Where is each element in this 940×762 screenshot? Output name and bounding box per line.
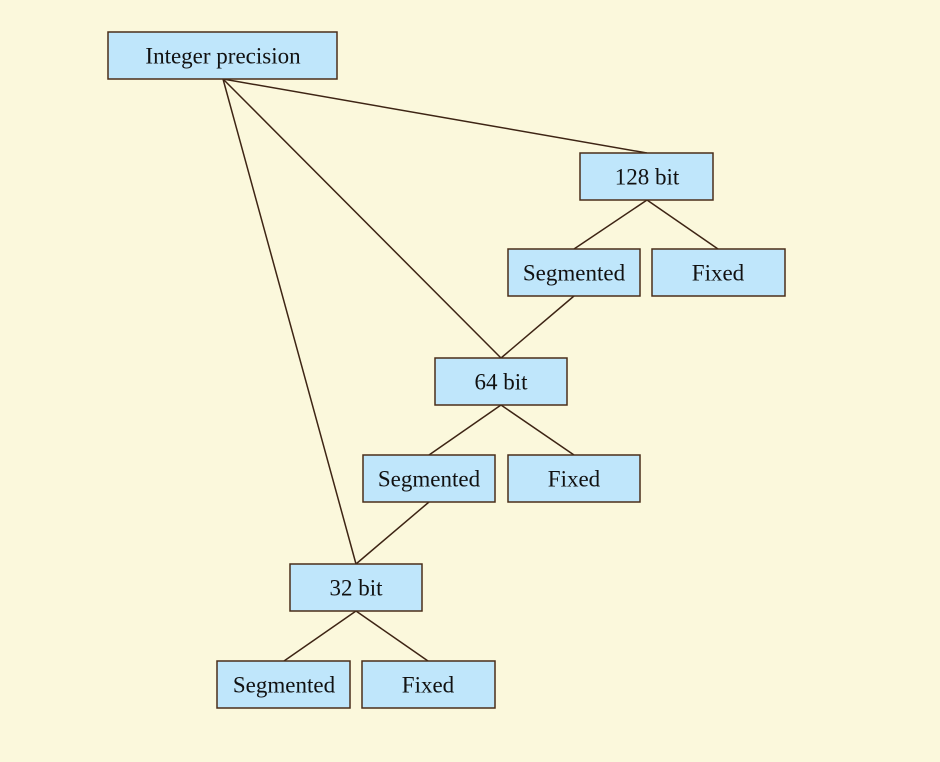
edge-b32-to-b32_fixed (355, 610, 429, 662)
node-label-128-fixed: Fixed (692, 261, 745, 286)
node-label-128-bit: 128 bit (615, 165, 680, 190)
node-label-64-fixed: Fixed (548, 467, 601, 492)
node-128-fixed: Fixed (651, 248, 786, 297)
edge-b128-to-b128_seg (573, 199, 648, 250)
node-32-fixed: Fixed (361, 660, 496, 709)
node-64-fixed: Fixed (507, 454, 641, 503)
node-label-128-segmented: Segmented (523, 261, 626, 286)
edge-root-to-b64 (222, 78, 502, 359)
node-label-integer-precision: Integer precision (145, 44, 301, 69)
edge-b64_seg-to-b32 (355, 501, 430, 565)
node-label-64-segmented: Segmented (378, 467, 481, 492)
node-label-32-bit: 32 bit (329, 576, 383, 601)
node-label-64-bit: 64 bit (474, 370, 528, 395)
edge-b32-to-b32_seg (283, 610, 357, 662)
node-128-bit: 128 bit (579, 152, 714, 201)
node-64-segmented: Segmented (362, 454, 496, 503)
edge-root-to-b128 (222, 78, 648, 154)
node-32-bit: 32 bit (289, 563, 423, 612)
node-32-segmented: Segmented (216, 660, 351, 709)
edge-b128-to-b128_fixed (646, 199, 719, 250)
edge-b64-to-b64_fixed (500, 404, 575, 456)
node-128-segmented: Segmented (507, 248, 641, 297)
edge-layer (222, 78, 719, 662)
node-64-bit: 64 bit (434, 357, 568, 406)
edge-b128_seg-to-b64 (500, 295, 575, 359)
node-integer-precision: Integer precision (107, 31, 338, 80)
node-label-32-fixed: Fixed (402, 673, 455, 698)
edge-b64-to-b64_seg (428, 404, 502, 456)
node-label-32-segmented: Segmented (233, 673, 336, 698)
node-layer: Integer precision 128 bit Segmented Fixe… (107, 31, 786, 709)
edge-root-to-b32 (222, 78, 357, 565)
